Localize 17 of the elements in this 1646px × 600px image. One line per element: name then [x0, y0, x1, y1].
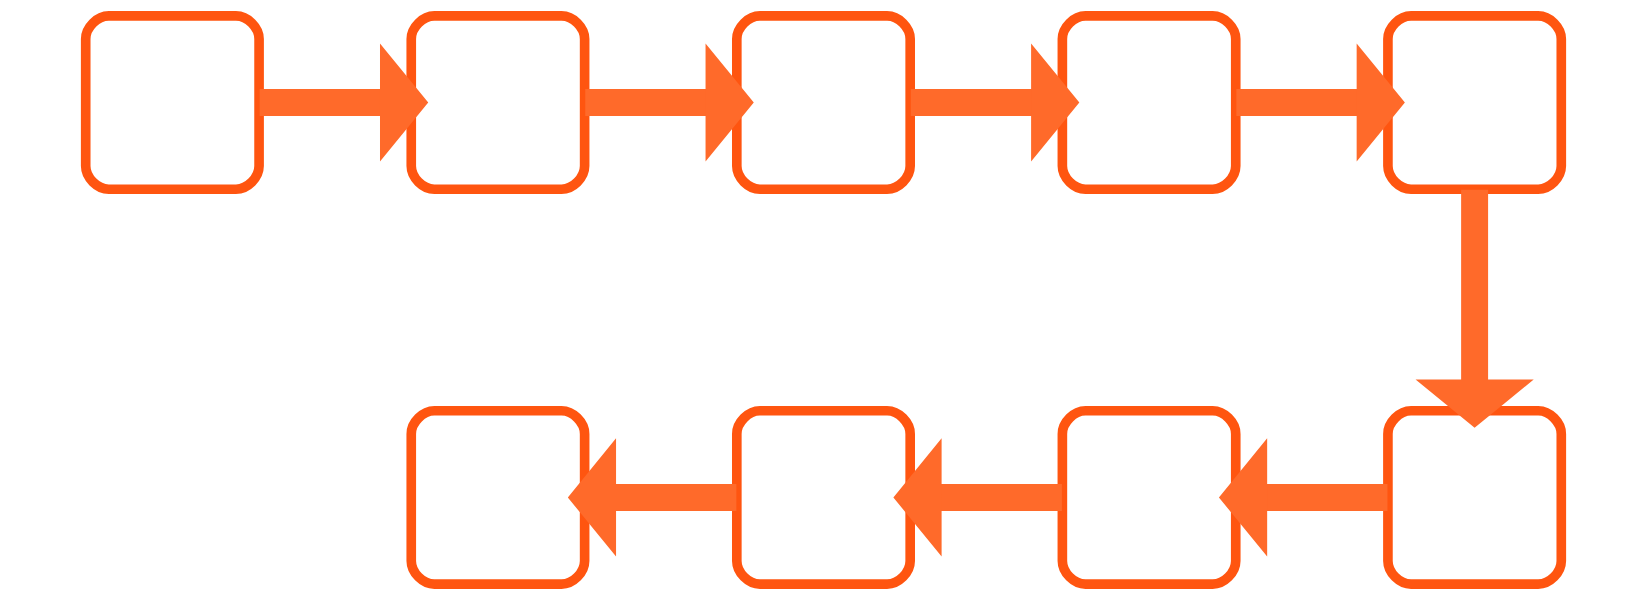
arrow: [892, 438, 1062, 557]
arrow: [584, 43, 754, 162]
arrow: [567, 438, 736, 557]
node-box: [1382, 405, 1566, 589]
arrow: [1415, 189, 1534, 428]
node-box: [405, 11, 589, 195]
arrow: [910, 43, 1079, 162]
node-box: [1057, 11, 1241, 195]
node-box: [1057, 405, 1241, 589]
arrow: [1218, 438, 1387, 557]
node-box: [731, 405, 915, 589]
node-box: [731, 11, 915, 195]
node-box: [80, 11, 264, 195]
node-box: [1382, 11, 1566, 195]
arrow: [259, 43, 428, 162]
arrow: [1235, 43, 1405, 162]
node-box: [405, 405, 589, 589]
